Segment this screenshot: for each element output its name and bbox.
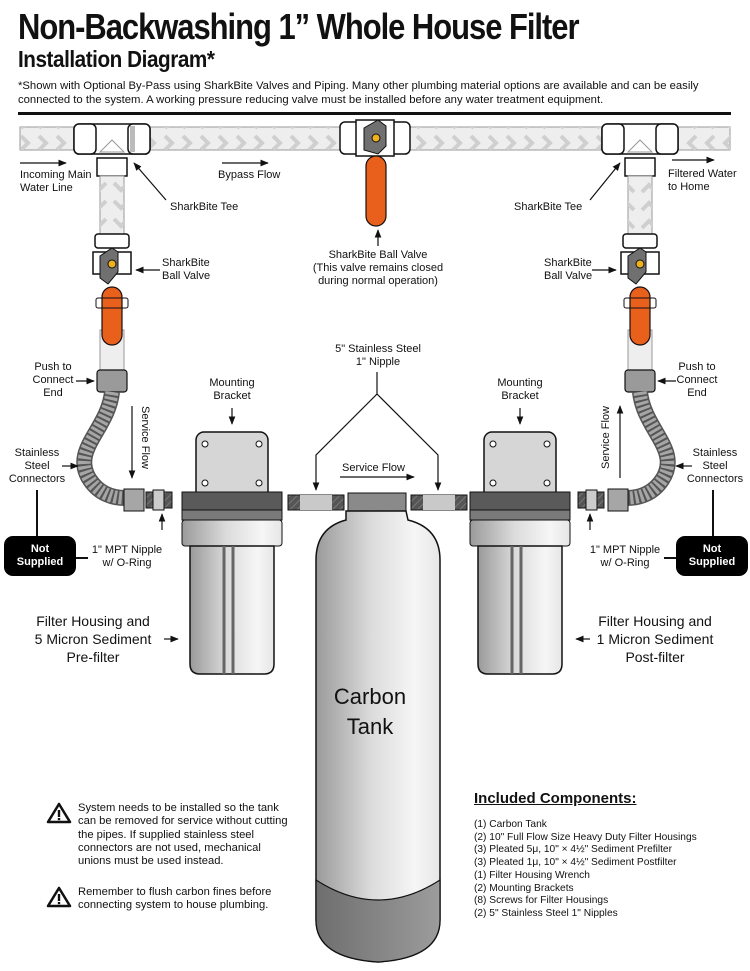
push-connect-left <box>96 369 128 393</box>
service-flow-left-label: Service Flow <box>139 406 151 469</box>
header-divider <box>18 112 731 115</box>
warning-item: System needs to be installed so the tank… <box>46 802 296 868</box>
annotation-arrows <box>20 156 715 643</box>
components-list: (1) Carbon Tank (2) 10" Full Flow Size H… <box>474 819 697 921</box>
sharkbite-tee-left <box>73 123 151 177</box>
sharkbite-tee-right <box>601 123 679 177</box>
sharkbite-bypass-valve <box>339 119 411 227</box>
sharkbite-tee-left-label: SharkBite Tee <box>170 201 239 213</box>
warning-triangle-icon <box>46 802 72 824</box>
prefilter-housing <box>181 431 283 675</box>
sharkbite-ball-valve-right <box>620 233 660 346</box>
component-item: (2) 5" Stainless Steel 1" Nipples <box>474 907 618 919</box>
sharkbite-ball-valve-left <box>92 233 132 346</box>
bypass-flow-label: Bypass Flow <box>218 169 281 181</box>
ss-connector-left <box>77 390 126 505</box>
component-item: (2) Mounting Brackets <box>474 882 574 894</box>
push-connect-right <box>624 369 656 393</box>
bypass-valve-label: SharkBite Ball Valve(This valve remains … <box>312 249 444 287</box>
header-note: *Shown with Optional By-Pass using Shark… <box>18 80 699 106</box>
service-flow-right-label: Service Flow <box>600 406 612 469</box>
warning-item: Remember to flush carbon fines before co… <box>46 886 296 913</box>
components-title: Included Components: <box>474 790 637 807</box>
postfilter-housing <box>469 431 571 675</box>
carbon-tank <box>315 492 441 963</box>
sharkbite-tee-right-label: SharkBite Tee <box>514 201 583 213</box>
page-subtitle: Installation Diagram* <box>18 46 215 72</box>
page-title: Non-Backwashing 1” Whole House Filter <box>18 6 579 47</box>
service-flow-center-label: Service Flow <box>342 462 405 474</box>
component-item: (1) Carbon Tank <box>474 819 547 830</box>
component-item: (8) Screws for Filter Housings <box>474 895 609 907</box>
ss-connector-right <box>626 390 675 505</box>
component-item: (2) 10" Full Flow Size Heavy Duty Filter… <box>474 831 697 843</box>
component-item: (3) Pleated 5μ, 10" × 4½" Sediment Prefi… <box>474 844 672 856</box>
warning-text: Remember to flush carbon fines before co… <box>78 886 272 912</box>
component-item: (3) Pleated 1μ, 10" × 4½" Sediment Postf… <box>474 857 677 869</box>
warning-triangle-icon <box>46 886 72 908</box>
component-item: (1) Filter Housing Wrench <box>474 869 590 881</box>
warning-text: System needs to be installed so the tank… <box>78 802 288 868</box>
